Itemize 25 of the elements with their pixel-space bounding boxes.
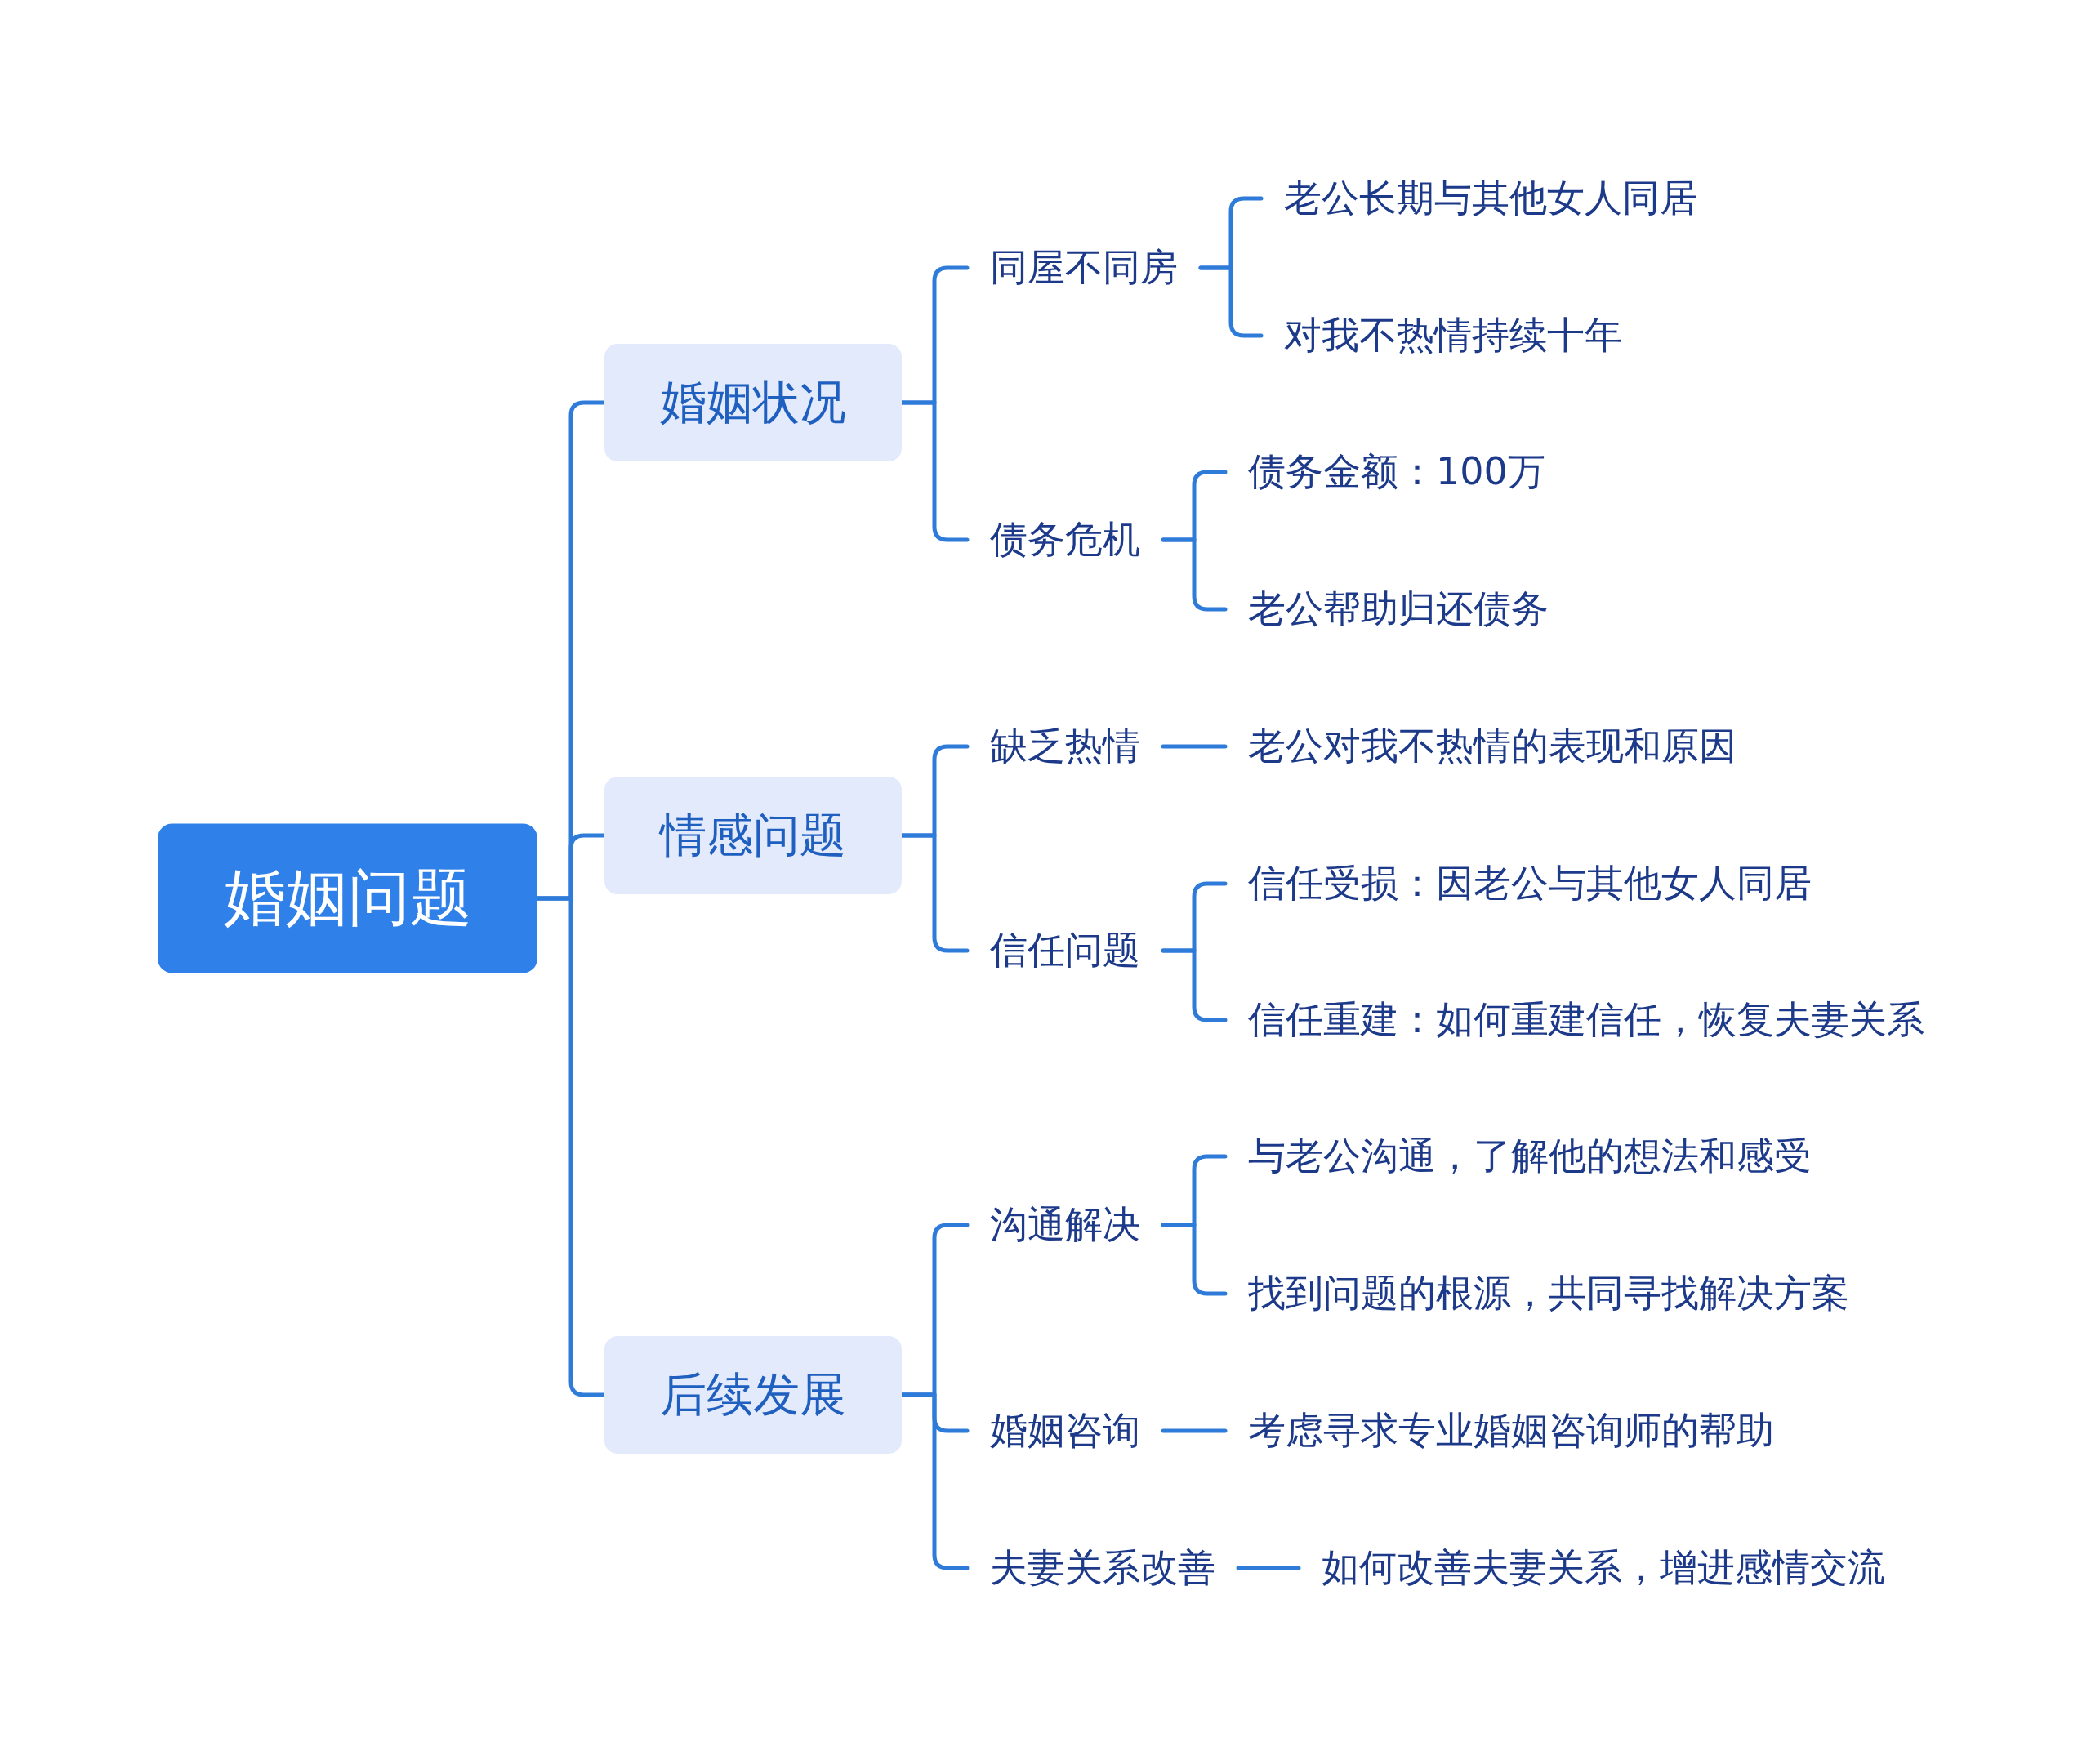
connector-line — [1161, 1428, 1228, 1433]
detail-text: 如何改善夫妻关系，增进感情交流 — [1299, 1540, 1908, 1596]
topic-box: 情感问题 — [604, 777, 902, 894]
subtopic-text: 信任问题 — [967, 923, 1163, 978]
detail-text: 考虑寻求专业婚姻咨询师的帮助 — [1225, 1403, 1797, 1459]
detail-text: 老公帮助归还债务 — [1225, 581, 1572, 637]
detail-text: 老公对我不热情的表现和原因 — [1225, 719, 1759, 774]
central-topic-box: 婚姻问题 — [158, 823, 537, 973]
subtopic-text: 缺乏热情 — [967, 719, 1163, 774]
subtopic-text: 债务危机 — [967, 512, 1163, 568]
subtopic-text: 婚姻咨询 — [967, 1403, 1163, 1459]
connector-line — [1161, 744, 1228, 749]
detail-text: 债务金额：100万 — [1225, 444, 1568, 500]
detail-text: 老公长期与其他女人同居 — [1261, 171, 1720, 226]
detail-text: 找到问题的根源，共同寻找解决方案 — [1225, 1266, 1872, 1321]
subtopic-text: 夫妻关系改善 — [967, 1540, 1238, 1596]
subtopic-text: 同屋不同房 — [967, 240, 1201, 296]
detail-text: 对我不热情持续十年 — [1261, 308, 1645, 363]
detail-text: 信任重建：如何重建信任，恢复夫妻关系 — [1225, 992, 1947, 1048]
subtopic-text: 沟通解决 — [967, 1197, 1163, 1253]
detail-text: 与老公沟通，了解他的想法和感受 — [1225, 1129, 1835, 1184]
topic-box: 后续发展 — [604, 1336, 902, 1454]
connector-line — [1236, 1566, 1301, 1570]
topic-box: 婚姻状况 — [604, 344, 902, 461]
detail-text: 信任受损：因老公与其他女人同居 — [1225, 856, 1835, 911]
